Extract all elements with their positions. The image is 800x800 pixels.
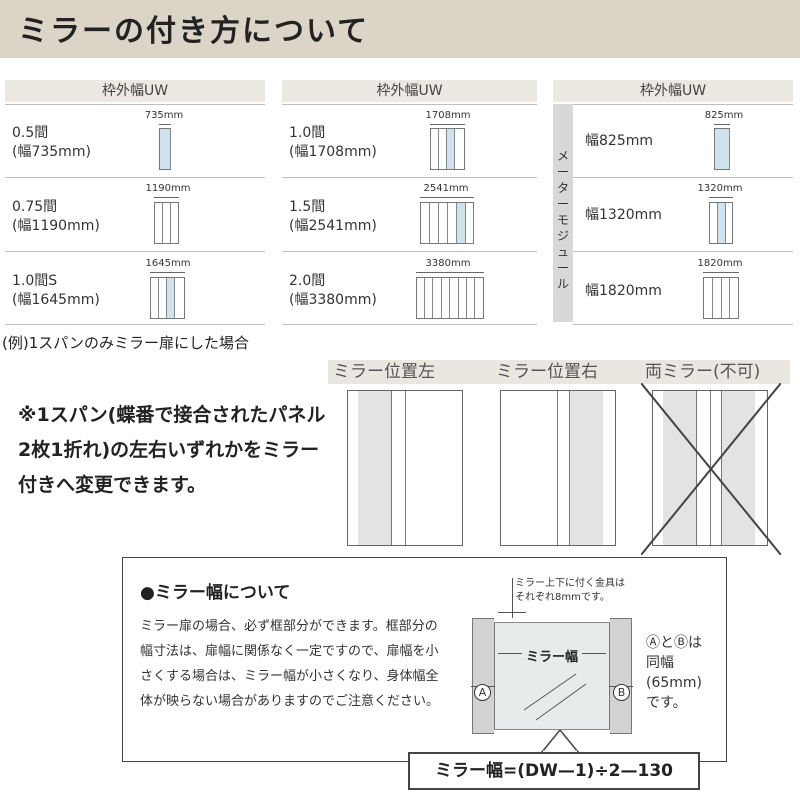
- dimension-line: [430, 124, 465, 125]
- divider: [573, 104, 793, 105]
- mirror-panel: [494, 618, 610, 734]
- mirror-width-label: ミラー幅: [522, 646, 583, 665]
- row-label: 0.5間(幅735mm): [12, 125, 91, 160]
- hardware-strip: [494, 618, 610, 623]
- divider: [282, 177, 537, 178]
- column-header: 枠外幅UW: [553, 80, 793, 102]
- dimension-label: 1708mm: [425, 110, 471, 121]
- meter-module-label: メーターモジュール: [556, 149, 569, 291]
- cross-icon: [641, 383, 781, 555]
- row-label: 幅1820mm: [585, 283, 662, 299]
- divider: [573, 324, 793, 325]
- page-title: ミラーの付き方について: [18, 14, 370, 49]
- dimension-label: 1190mm: [145, 183, 191, 194]
- door-diagram: [159, 128, 171, 170]
- dimension-line: [150, 272, 185, 273]
- mirror-reflection-lines: [523, 673, 587, 721]
- dimension-line: [159, 124, 171, 125]
- row-label: 1.0間S(幅1645mm): [12, 273, 100, 308]
- door-both-mirror: [641, 383, 781, 555]
- door-diagram: [714, 128, 730, 170]
- leader-line: [498, 612, 526, 613]
- caption-bar: [328, 360, 790, 384]
- dimension-line: [420, 197, 474, 198]
- mark-b: B: [613, 684, 630, 701]
- row-label: 1.0間(幅1708mm): [289, 125, 377, 160]
- door-diagram: [703, 277, 739, 319]
- dimension-line: [703, 272, 739, 273]
- dimension-label: 1645mm: [145, 258, 191, 269]
- mirror-width-formula: ミラー幅=(DW—1)÷2—130: [408, 752, 700, 790]
- dimension-label: 2541mm: [423, 183, 469, 194]
- mirror-width-body: ミラー扉の場合、必ず框部分ができます。框部分の幅寸法は、扉幅に関係なく一定ですの…: [140, 619, 440, 709]
- door-diagram: [420, 202, 474, 244]
- divider: [573, 251, 793, 252]
- dimension-label: 1820mm: [697, 258, 743, 269]
- column-header: 枠外幅UW: [5, 80, 265, 102]
- divider: [282, 104, 537, 105]
- door-diagram: [709, 202, 733, 244]
- dimension-line: [714, 124, 730, 125]
- divider: [282, 324, 537, 325]
- column-header: 枠外幅UW: [282, 80, 537, 102]
- caption-mirror-right: ミラー位置右: [496, 362, 598, 382]
- divider: [5, 324, 265, 325]
- divider: [573, 177, 793, 178]
- caption-mirror-left: ミラー位置左: [333, 362, 435, 382]
- door-mirror-left: [347, 390, 463, 546]
- divider: [5, 251, 265, 252]
- example-label: (例)1スパンのみミラー扉にした場合: [2, 334, 249, 352]
- caption-both-mirror: 両ミラー(不可): [645, 362, 761, 382]
- dimension-label: 1320mm: [697, 183, 743, 194]
- meter-module-bar: [553, 104, 573, 322]
- door-diagram: [430, 128, 465, 170]
- door-diagram: [150, 277, 185, 319]
- hardware-note: ミラー上下に付く金具は それぞれ8mmです。: [515, 578, 625, 603]
- divider: [282, 251, 537, 252]
- hardware-strip: [494, 729, 610, 734]
- dimension-label: 825mm: [704, 110, 744, 121]
- callout-pointer: [540, 730, 580, 754]
- door-diagram: [154, 202, 179, 244]
- door-diagram: [416, 277, 484, 319]
- dimension-line: [709, 197, 733, 198]
- door-mirror-right: [500, 390, 616, 546]
- example-note: ※1スパン(蝶番で接合されたパネル2枚1折れ)の左右いずれかをミラー 付きへ変更…: [18, 404, 326, 496]
- title-bar: [0, 0, 800, 58]
- row-label: 2.0間(幅3380mm): [289, 273, 377, 308]
- mark-a: A: [474, 684, 491, 701]
- row-label: 幅1320mm: [585, 207, 662, 223]
- row-label: 幅825mm: [585, 133, 653, 149]
- divider: [5, 177, 265, 178]
- row-label: 1.5間(幅2541mm): [289, 199, 377, 234]
- dimension-label: 735mm: [144, 110, 184, 121]
- row-label: 0.75間(幅1190mm): [12, 199, 100, 234]
- side-note: ⒶとⒷは 同幅 (65mm) です。: [646, 635, 703, 711]
- dimension-line: [154, 197, 179, 198]
- dimension-line: [416, 272, 484, 273]
- dimension-label: 3380mm: [425, 258, 471, 269]
- divider: [5, 104, 265, 105]
- leader-line: [512, 578, 513, 618]
- mirror-width-title: ●ミラー幅について: [140, 583, 291, 603]
